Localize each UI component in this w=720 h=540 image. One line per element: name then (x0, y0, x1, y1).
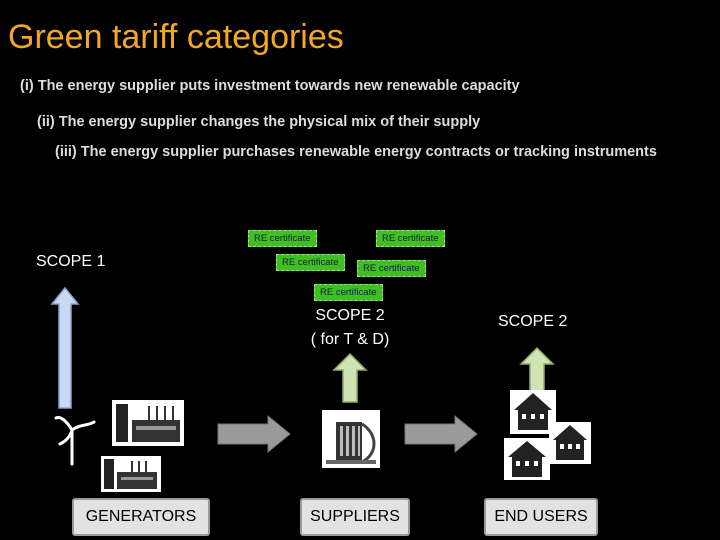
house-icon (549, 422, 591, 464)
flow-arrow (403, 414, 479, 454)
re-certificate: RE certificate (248, 230, 317, 247)
supplier-building-icon (322, 410, 380, 468)
scope2-label: SCOPE 2 (498, 310, 567, 334)
page-title: Green tariff categories (8, 18, 344, 57)
scope2-td-line2: ( for T & D) (300, 328, 400, 352)
factory-icon (112, 400, 184, 446)
re-certificate: RE certificate (276, 254, 345, 271)
house-icon (504, 438, 550, 480)
re-certificate: RE certificate (376, 230, 445, 247)
re-certificate: RE certificate (357, 260, 426, 277)
scope2-td-arrow (332, 352, 368, 404)
category-ii: (ii) The energy supplier changes the phy… (37, 114, 480, 130)
scope2-td-label: SCOPE 2 ( for T & D) (300, 304, 400, 352)
scope2-td-line1: SCOPE 2 (300, 304, 400, 328)
wind-turbine-icon (52, 408, 100, 466)
flow-arrow (216, 414, 292, 454)
generators-box: GENERATORS (72, 498, 210, 536)
suppliers-box: SUPPLIERS (300, 498, 410, 536)
factory-icon (101, 456, 161, 492)
scope1-label: SCOPE 1 (36, 250, 105, 274)
category-iii: (iii) The energy supplier purchases rene… (55, 144, 657, 160)
category-i: (i) The energy supplier puts investment … (20, 78, 520, 94)
scope1-arrow (50, 286, 80, 410)
end-users-box: END USERS (484, 498, 598, 536)
re-certificate: RE certificate (314, 284, 383, 301)
